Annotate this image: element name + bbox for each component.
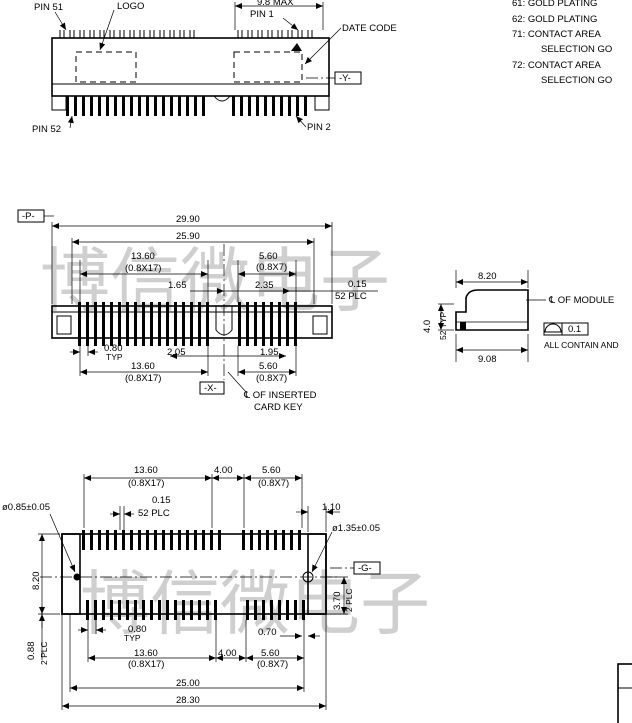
card-key-label-2: CARD KEY [254,402,303,413]
dim-908-side: 9.08 [478,354,497,365]
bottom-upper-pins [82,530,301,550]
side-view: 8.20 4.0 52 TYP ℄ OF MODULE 0.1 ALL CONT… [422,270,619,365]
top-body-outline [51,37,330,97]
plc2-left-bv: 2 PLC [39,641,49,665]
max-width-label: 9.8 MAX [257,0,294,8]
pin1-label: PIN 1 [250,9,274,20]
bottom-view: 13.60 (0.8X17) 4.00 5.60 (0.8X7) ø0.85±0… [2,465,381,710]
dim-070-bv: 0.70 [258,627,277,638]
hole-left-label: ø0.85±0.05 [2,502,50,513]
dim-560-bv-bot: 5.60 [261,648,280,659]
note-61: 61: GOLD PLATING [512,0,597,9]
plc52-top: 52 PLC [335,291,367,302]
date-code-area [233,51,303,83]
top-view-top-pins [59,30,313,38]
pin51-label: PIN 51 [34,2,63,13]
dim-08x7-bv-bot: (0.8X7) [257,659,288,670]
dim-205: 2.05 [167,347,186,358]
pin52-label: PIN 52 [32,124,61,135]
dim-088-bv: 0.88 [26,642,37,661]
dim-2830-bv: 28.30 [176,695,200,706]
all-contain-label: ALL CONTAIN AND [544,340,619,350]
datum-x-label: -X- [204,383,217,394]
top-view-key-notch [213,95,231,102]
bottom-left-ear [61,533,81,615]
dim-2500-bv: 25.00 [176,678,200,689]
bottom-right-ear [307,533,327,615]
datum-y-label: -Y- [339,73,351,84]
front-pins [78,302,297,346]
note-62: 62: GOLD PLATING [512,14,597,25]
dim-015-bv: 0.15 [152,495,171,506]
dim-1360-top: 13.60 [131,251,155,262]
front-view: -P- 29.90 25.90 [17,209,378,413]
tolerance-value: 0.1 [568,324,581,335]
dim-2990: 29.90 [176,214,200,225]
notes-block: 61: GOLD PLATING 62: GOLD PLATING 71: CO… [512,0,612,86]
dim-08x7-bv-top: (0.8X7) [258,478,289,489]
datum-x-box [199,381,225,395]
note-72-cont: SELECTION GO [541,75,612,86]
watermark-top: 博信微电子 [40,240,390,322]
dim-165: 1.65 [168,280,187,291]
dim-820-side: 8.20 [478,271,497,282]
dim-235: 2.35 [255,280,274,291]
datum-p-label: -P- [22,211,35,222]
dim-080: 0.80 [104,343,123,354]
hole-right-label: ø1.35±0.05 [332,523,380,534]
plc52-bv: 52 PLC [138,508,170,519]
dim-400-bv-top: 4.00 [214,465,233,476]
note-71-cont: SELECTION GO [541,44,612,55]
dim-40-side: 4.0 [422,320,433,333]
dim-560-bot: 5.60 [259,361,278,372]
note-72: 72: CONTACT AREA [512,60,602,71]
dim-820-bv: 8.20 [31,572,42,591]
dim-08x7-bot: (0.8X7) [256,373,287,384]
top-view-left-tab [51,95,67,111]
dim-08x17-bv-bot: (0.8X17) [128,659,164,670]
dim-195: 1.95 [260,347,279,358]
dim-08x17-bot: (0.8X17) [125,373,161,384]
datum-g-label: -G- [358,563,372,574]
flatness-icon [544,323,562,333]
bottom-lower-pins [86,600,305,620]
dim-08x17-bv-top: (0.8X17) [128,478,164,489]
logo-area [75,51,137,83]
dim-1360-bot: 13.60 [131,361,155,372]
module-label: ℄ OF MODULE [548,295,614,306]
dim-1360-bv-top: 13.60 [134,465,158,476]
side-body [455,289,529,331]
plc2-right-bv: 2 PLC [344,588,354,612]
pin2-label: PIN 2 [307,122,331,133]
top-view-bottom-pins [66,96,307,116]
logo-label: LOGO [117,1,144,12]
typ52-side: 52 TYP [438,311,448,340]
top-view: PIN 51 LOGO 9.8 MAX PIN 1 DATE CODE -Y- … [32,0,397,135]
card-key-label-1: ℄ OF INSERTED [243,390,317,401]
typ-bv: TYP [124,633,141,643]
dim-560-top: 5.60 [259,251,278,262]
dim-110-bv: 1.10 [322,502,341,513]
dim-400-bv-bot: 4.00 [218,648,237,659]
typ-label: TYP [106,352,123,362]
date-code-label: DATE CODE [342,23,397,34]
title-block-fragment [617,663,632,723]
dim-370-bv: 3.70 [332,592,343,611]
dim-015-top: 0.15 [348,279,367,290]
pin1-marker-icon [291,43,302,51]
dim-2590: 25.90 [176,231,200,242]
dim-08x7-top: (0.8X7) [256,262,287,273]
dim-1360-bv-bot: 13.60 [134,648,158,659]
dim-080-bv: 0.80 [128,624,147,635]
dim-560-bv-top: 5.60 [262,465,281,476]
top-view-right-tab [314,95,330,111]
note-71: 71: CONTACT AREA [512,29,602,40]
dim-08x17-top: (0.8X17) [125,263,161,274]
